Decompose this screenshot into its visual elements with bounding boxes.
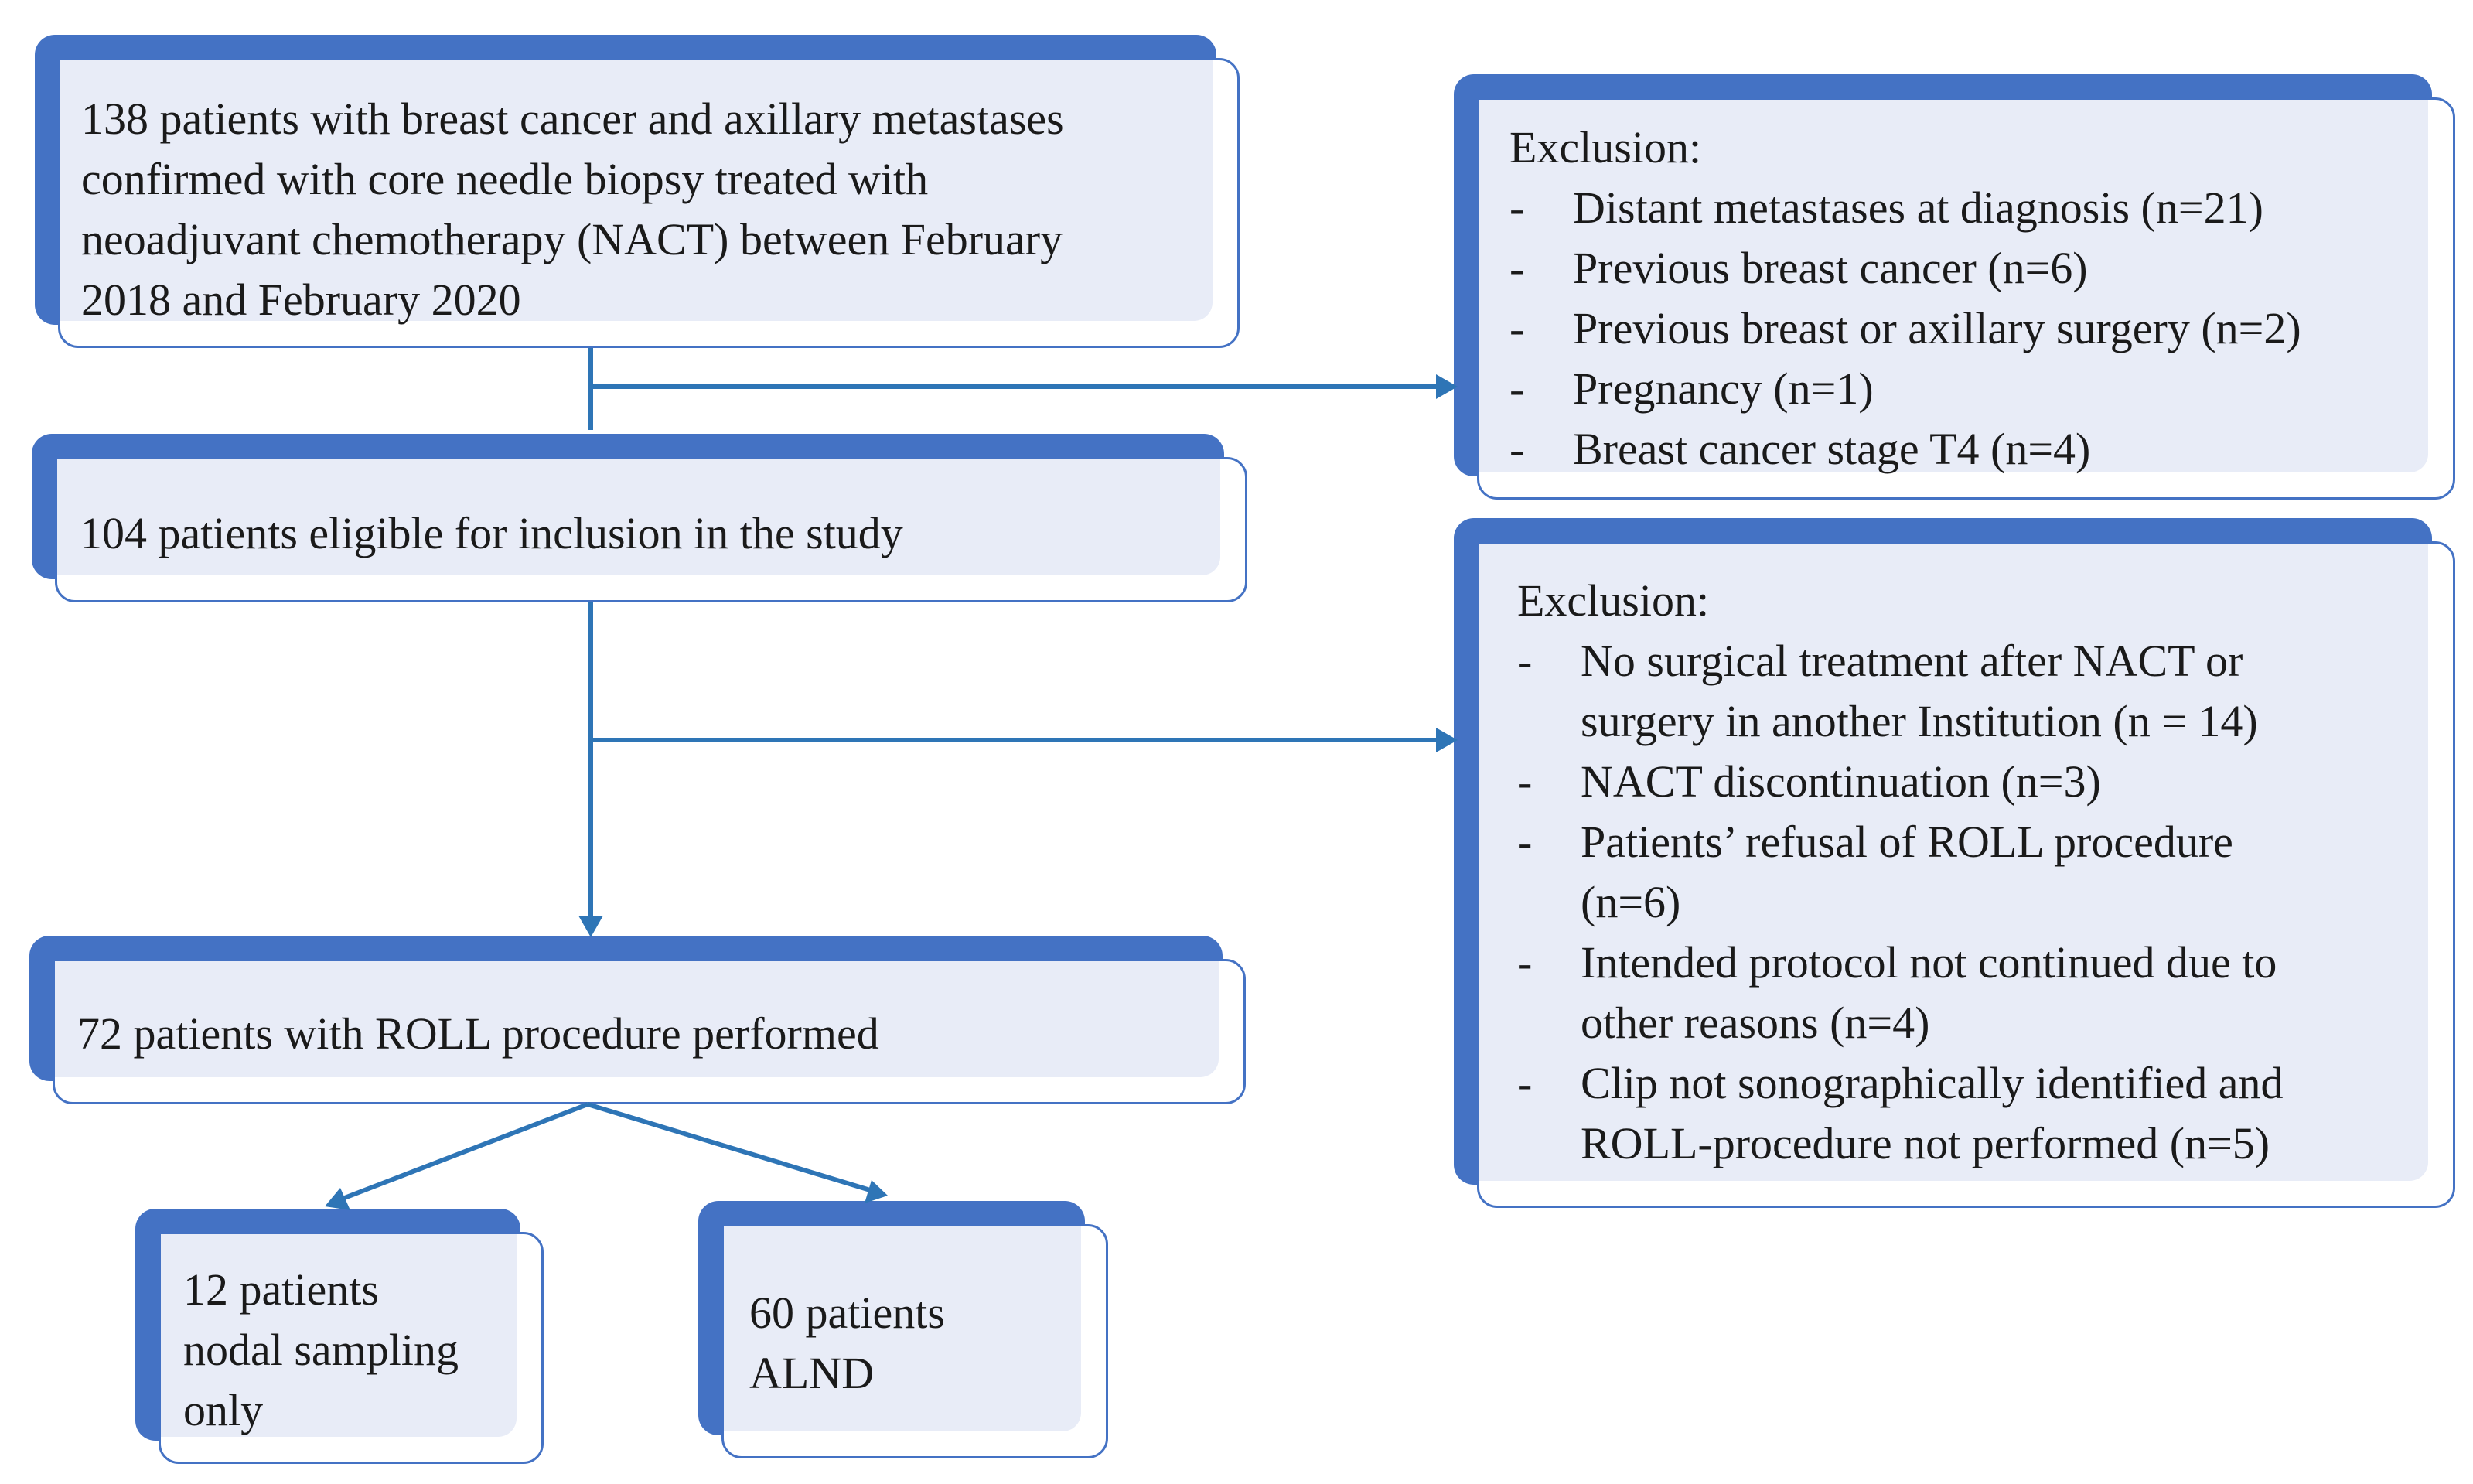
bullet-dash: - — [1509, 363, 1525, 414]
eligible-box: 104 patients eligible for inclusion in t… — [32, 434, 1247, 602]
bullet-dash: - — [1509, 183, 1525, 233]
exclusion-item: - Clip not sonographically identified an… — [1517, 1053, 2284, 1174]
bullet-dash: - — [1509, 303, 1525, 353]
cohort-line: 2018 and February 2020 — [81, 275, 521, 325]
bullet-dash: - — [1509, 424, 1525, 474]
exclusion-heading: Exclusion: — [1517, 575, 1710, 626]
exclusion-item: - Previous breast or axillary surgery (n… — [1509, 299, 2301, 359]
exclusion-heading: Exclusion: — [1509, 122, 1702, 172]
eligible-text: 104 patients eligible for inclusion in t… — [80, 508, 903, 558]
bullet-dash: - — [1517, 817, 1533, 867]
arrowhead-roll — [578, 916, 603, 937]
exclusion-box-1: Exclusion: - Distant metastases at diagn… — [1454, 74, 2455, 500]
roll-text: 72 patients with ROLL procedure performe… — [77, 1008, 879, 1059]
alnd-box: 60 patients ALND — [698, 1201, 1108, 1458]
bullet-dash: - — [1509, 243, 1525, 293]
split-right — [587, 1102, 878, 1195]
exclusion-item: - No surgical treatment after NACT or su… — [1517, 631, 2258, 752]
cohort-line: 138 patients with breast cancer and axil… — [81, 94, 1064, 144]
exclusion-list-2: Exclusion: - No surgical treatment after… — [1517, 571, 2284, 1174]
arrowhead-nodal — [325, 1188, 350, 1210]
nodal-sampling-text: 12 patients nodal sampling only — [183, 1264, 459, 1435]
bullet-dash: - — [1517, 1058, 1533, 1108]
split-left — [331, 1102, 589, 1205]
exclusion-item: - Patients’ refusal of ROLL procedure (n… — [1517, 812, 2233, 933]
cohort-text: 138 patients with breast cancer and axil… — [81, 89, 1064, 330]
bullet-dash: - — [1517, 636, 1533, 686]
alnd-text: 60 patients ALND — [749, 1288, 945, 1398]
exclusion-item: - Distant metastases at diagnosis (n=21) — [1509, 178, 2263, 238]
exclusion-item: - NACT discontinuation (n=3) — [1517, 752, 2101, 812]
nodal-sampling-box: 12 patients nodal sampling only — [135, 1209, 544, 1464]
arrowhead-exclusion-2 — [1436, 728, 1458, 752]
roll-box: 72 patients with ROLL procedure performe… — [29, 936, 1246, 1104]
arrowhead-exclusion-1 — [1436, 374, 1458, 399]
exclusion-box-2: Exclusion: - No surgical treatment after… — [1454, 518, 2455, 1208]
exclusion-item: - Breast cancer stage T4 (n=4) — [1509, 419, 2090, 479]
exclusion-item: - Previous breast cancer (n=6) — [1509, 238, 2088, 299]
exclusion-item: - Pregnancy (n=1) — [1509, 359, 1874, 419]
exclusion-list-1: Exclusion: - Distant metastases at diagn… — [1509, 118, 2301, 479]
bullet-dash: - — [1517, 756, 1533, 807]
exclusion-item: - Intended protocol not continued due to… — [1517, 933, 2277, 1053]
cohort-line: neoadjuvant chemotherapy (NACT) between … — [81, 214, 1063, 264]
arrowhead-alnd — [865, 1180, 888, 1203]
bullet-dash: - — [1517, 937, 1533, 988]
cohort-box: 138 patients with breast cancer and axil… — [35, 35, 1240, 348]
cohort-line: confirmed with core needle biopsy treate… — [81, 154, 929, 204]
